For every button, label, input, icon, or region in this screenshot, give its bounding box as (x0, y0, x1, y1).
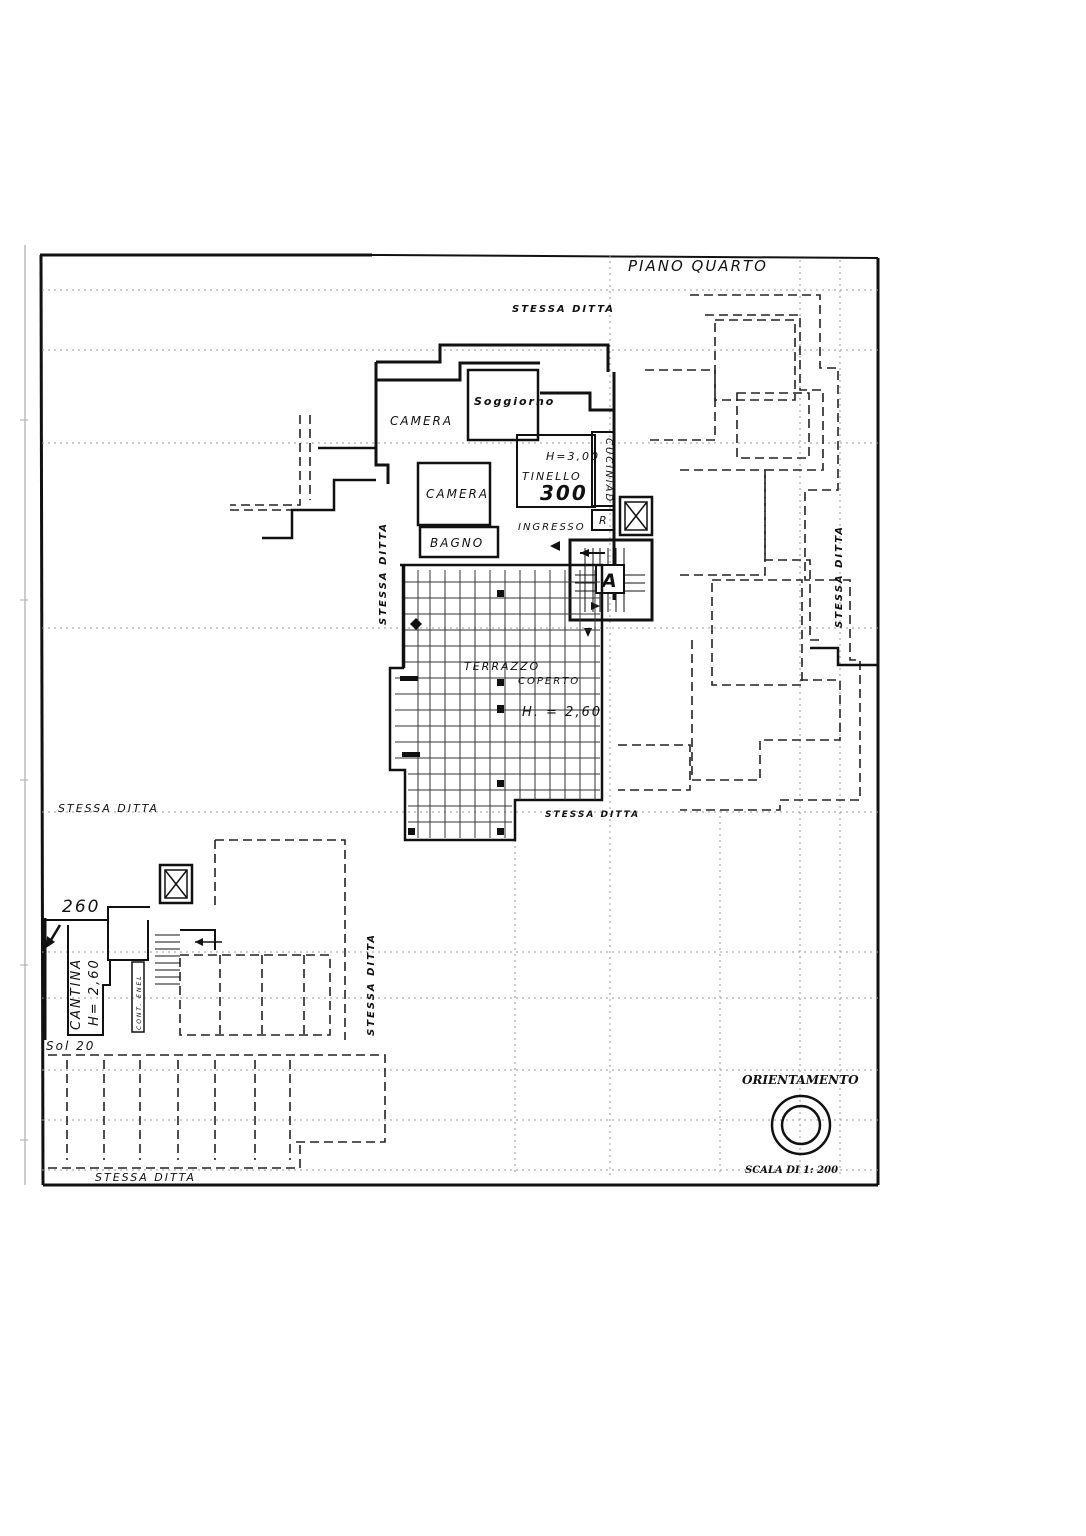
room-camera-1: CAMERA (390, 414, 453, 428)
room-cantina: CANTINA (69, 958, 84, 1030)
neighbor-label-top: STESSA DITTA (512, 304, 615, 315)
neighbor-label-right-vertical: STESSA DITTA (834, 525, 845, 628)
room-tinello: TINELLO (522, 470, 582, 483)
scale-label: SCALA DI 1: 200 (745, 1165, 838, 1176)
tinello-dimension: 300 (540, 481, 588, 505)
neighbor-label-cellar-vertical: STESSA DITTA (366, 933, 377, 1036)
neighbor-outlines (48, 294, 861, 1169)
neighbor-label-terrace-bottom: STESSA DITTA (545, 810, 640, 820)
compass-rose-icon (770, 1094, 832, 1156)
room-camera-2: CAMERA (426, 487, 489, 501)
elevator-shaft-icon (618, 495, 654, 537)
neighbor-label-left-middle: STESSA DITTA (58, 802, 159, 815)
solaio-label: Sol 20 (46, 1039, 95, 1053)
tinello-height: H=3,00 (546, 450, 600, 463)
meter-box-label: CONT. ENEL (136, 974, 143, 1030)
drawing-frame (39, 253, 880, 1187)
room-cucinino: CUCINIAD (603, 438, 614, 503)
apartment-walls (374, 343, 616, 600)
terrace-label: TERRAZZO (464, 660, 540, 673)
cellar-block (42, 863, 222, 1040)
room-ripostiglio: R (599, 514, 609, 527)
room-bagno: BAGNO (430, 536, 484, 550)
terrace (388, 563, 604, 842)
orientation-label: ORIENTAMENTO (742, 1073, 859, 1087)
room-ingresso: INGRESSO (518, 522, 586, 533)
terrace-covered-label: COPERTO (518, 676, 580, 687)
stair-label-a: A (600, 570, 619, 592)
neighbor-label-left-vertical: STESSA DITTA (378, 522, 389, 625)
stairwell (550, 538, 654, 637)
cellar-dimension: 260 (62, 897, 100, 917)
left-wall-segments (262, 446, 878, 668)
terrace-height: H. = 2,60 (522, 705, 602, 720)
neighbor-label-bottom: STESSA DITTA (95, 1171, 196, 1184)
cantina-height: H= 2,60 (87, 958, 102, 1026)
terrace-tile-grid (395, 570, 600, 838)
room-soggiorno: Soggiorno (474, 395, 555, 408)
terrace-column-markers (400, 590, 504, 835)
floor-title: PIANO QUARTO (628, 257, 768, 275)
